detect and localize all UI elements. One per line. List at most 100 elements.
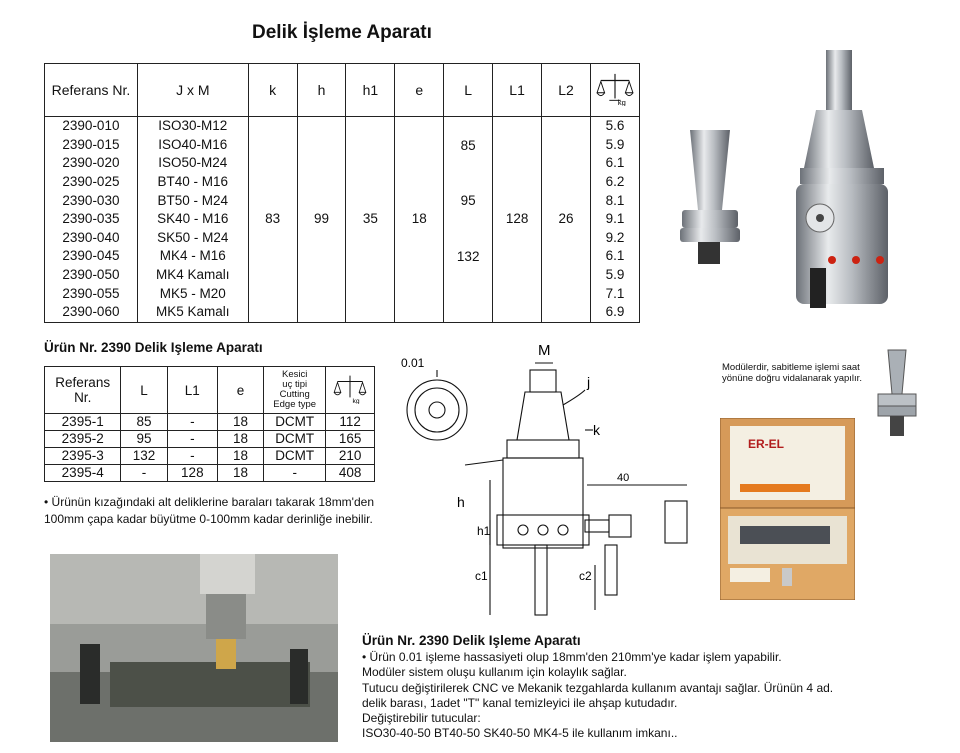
tip-cell: DCMT [263,413,327,431]
ref-cell: 2390-025 [44,172,138,192]
tip-cell: - [263,464,327,482]
info-line: Modüler sistem oluşu kullanım için kolay… [362,665,627,680]
header-h1: h1 [345,63,396,117]
ref-cell: 2395-3 [43,447,122,465]
header-weight: kg [589,63,641,117]
header-L1: L1 [492,63,543,117]
note-text: • Ürünün kızağındaki alt deliklerine bar… [44,495,374,526]
tip-cell: DCMT [263,447,327,465]
L2-cell: 26 [541,116,591,323]
scale-icon: kg [596,73,634,107]
header-h: h [296,63,347,117]
jxm-cell: BT40 - M16 [136,172,249,192]
weight-cell: 6.1 [589,247,641,266]
weight-cell: 7.1 [589,284,641,303]
sub-header-L: L [120,366,168,414]
sub-header-L1: L1 [166,366,218,414]
dim-precision: 0.01 [401,356,425,370]
kg-cell: 112 [325,413,375,431]
info-line: Tutucu değiştirilerek CNC ve Mekanik tez… [362,680,834,695]
technical-drawing: 0.01 M j k 40 h h1 c1 c2 [401,342,688,616]
L1-cell: 128 [166,464,218,482]
jxm-cell: SK40 - M16 [136,209,249,229]
weight-cell: 9.1 [589,209,641,229]
L-value: 85 [460,137,476,153]
dim-h1: h1 [477,524,491,538]
header-k: k [247,63,298,117]
weight-cell: 6.1 [589,154,641,173]
dim-c1: c1 [475,569,488,583]
dim-k: k [593,422,601,438]
header-L: L [443,63,494,117]
kg-cell: 408 [325,464,375,482]
svg-text:kg: kg [353,398,360,404]
ref-cell: 2395-1 [43,413,122,431]
ref-cell: 2390-040 [44,228,138,248]
ref-cell: 2390-020 [44,154,138,173]
boring-bar-table: Referans Nr. L L1 e Kesici uç tipi Cutti… [43,366,375,482]
kg-cell: 165 [325,430,375,448]
weight-cell: 6.2 [589,172,641,192]
wooden-case-image: ER-EL [720,418,855,600]
sub-header-e: e [216,366,265,414]
page-title: Delik İşleme Aparatı [252,22,432,43]
weight-cell: 5.6 [589,116,641,136]
brand-logo: ER-EL [748,437,784,451]
L1-cell: - [166,430,218,448]
sub-header-weight: kg [325,366,375,414]
e-cell: 18 [216,413,265,431]
jxm-cell: SK50 - M24 [136,228,249,248]
dim-M: M [538,342,551,359]
k-cell: 83 [247,116,298,323]
L-value: 132 [456,249,480,265]
jxm-cell: BT50 - M24 [136,191,249,210]
e-cell: 18 [216,464,265,482]
machine-photo [50,554,338,742]
weight-cell: 5.9 [589,265,641,285]
L-cell: 95 [120,430,168,448]
header-ref: Referans Nr. [44,63,138,117]
ref-cell: 2390-060 [44,302,138,323]
info-line: Değiştirebilir tutucular: [362,711,481,726]
dim-c2: c2 [579,569,592,583]
ref-cell: 2395-2 [43,430,122,448]
dim-j: j [586,374,590,390]
header-e: e [394,63,445,117]
jxm-cell: ISO30-M12 [136,116,249,136]
small-holder-image [877,349,917,436]
h-cell: 99 [296,116,347,323]
ref-cell: 2390-035 [44,209,138,229]
L-cell: 85 [120,413,168,431]
modular-callout: Modülerdir, sabitleme işlemi saat yönüne… [722,362,862,384]
ref-cell: 2390-045 [44,247,138,266]
product-info: Ürün Nr. 2390 Delik Işleme Aparatı • Ürü… [362,632,922,742]
dim-40: 40 [617,472,629,484]
main-spec-table: Referans Nr. J x M k h h1 e L L1 L2 kg [44,63,641,323]
h1-cell: 35 [345,116,396,323]
weight-cell: 6.9 [589,302,641,323]
info-line: delik barası, 1adet "T" kanal temizleyic… [362,695,678,710]
jxm-cell: MK5 - M20 [136,284,249,303]
L1-cell: - [166,447,218,465]
sub-header-ref: Referans Nr. [43,366,122,414]
weight-cell: 8.1 [589,191,641,210]
jxm-cell: MK4 Kamalı [136,265,249,285]
e-cell: 18 [394,116,445,323]
ref-cell: 2390-030 [44,191,138,210]
header-L2: L2 [541,63,591,117]
sub-header-edge-type: Kesici uç tipi Cutting Edge type [263,366,327,414]
jxm-cell: ISO40-M16 [136,135,249,155]
info-line: • Ürün 0.01 işleme hassasiyeti olup 18mm… [362,650,782,664]
